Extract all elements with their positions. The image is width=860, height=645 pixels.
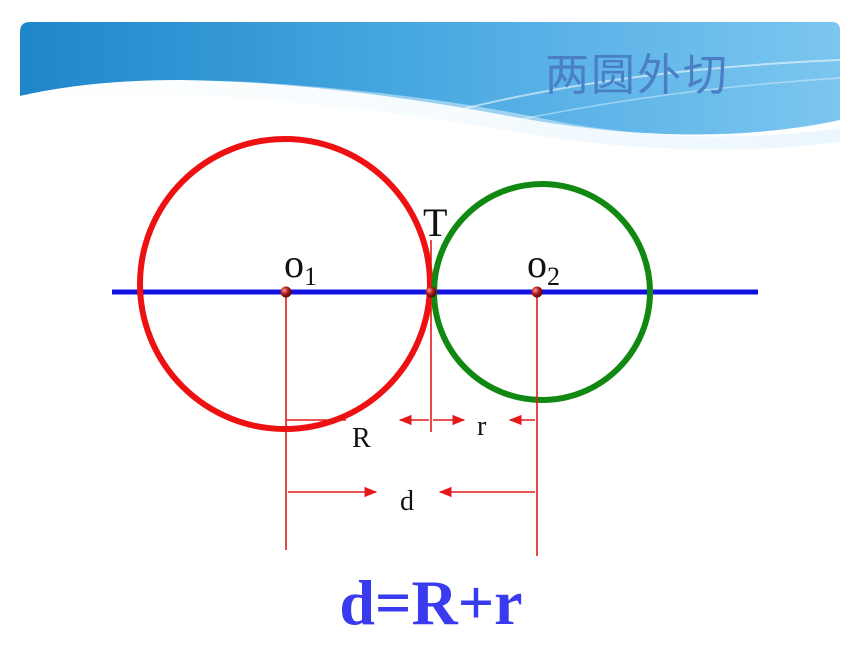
banner-streak-1 <box>419 59 841 121</box>
center1-label: o1 <box>284 241 317 291</box>
center2-label: o2 <box>527 241 560 291</box>
distance-label: d <box>400 486 414 517</box>
banner-background <box>20 22 840 135</box>
center2-label-main: o <box>527 241 547 286</box>
radius-big-label: R <box>352 423 371 454</box>
formula: d=R+r <box>339 567 522 638</box>
center1-point <box>280 286 292 298</box>
center2-label-subscript: 2 <box>547 262 560 291</box>
big-circle <box>137 136 433 432</box>
tangent-point <box>425 286 437 298</box>
tangent-point-label: T <box>423 200 447 245</box>
banner-streak-2 <box>479 77 841 129</box>
header-banner: 两圆外切 <box>20 22 841 150</box>
center1-label-subscript: 1 <box>304 262 317 291</box>
page-title: 两圆外切 <box>545 50 729 101</box>
center1-label-main: o <box>284 241 304 286</box>
radius-small-label: r <box>477 411 487 442</box>
banner-wave-light <box>20 80 840 150</box>
center2-point <box>531 286 543 298</box>
